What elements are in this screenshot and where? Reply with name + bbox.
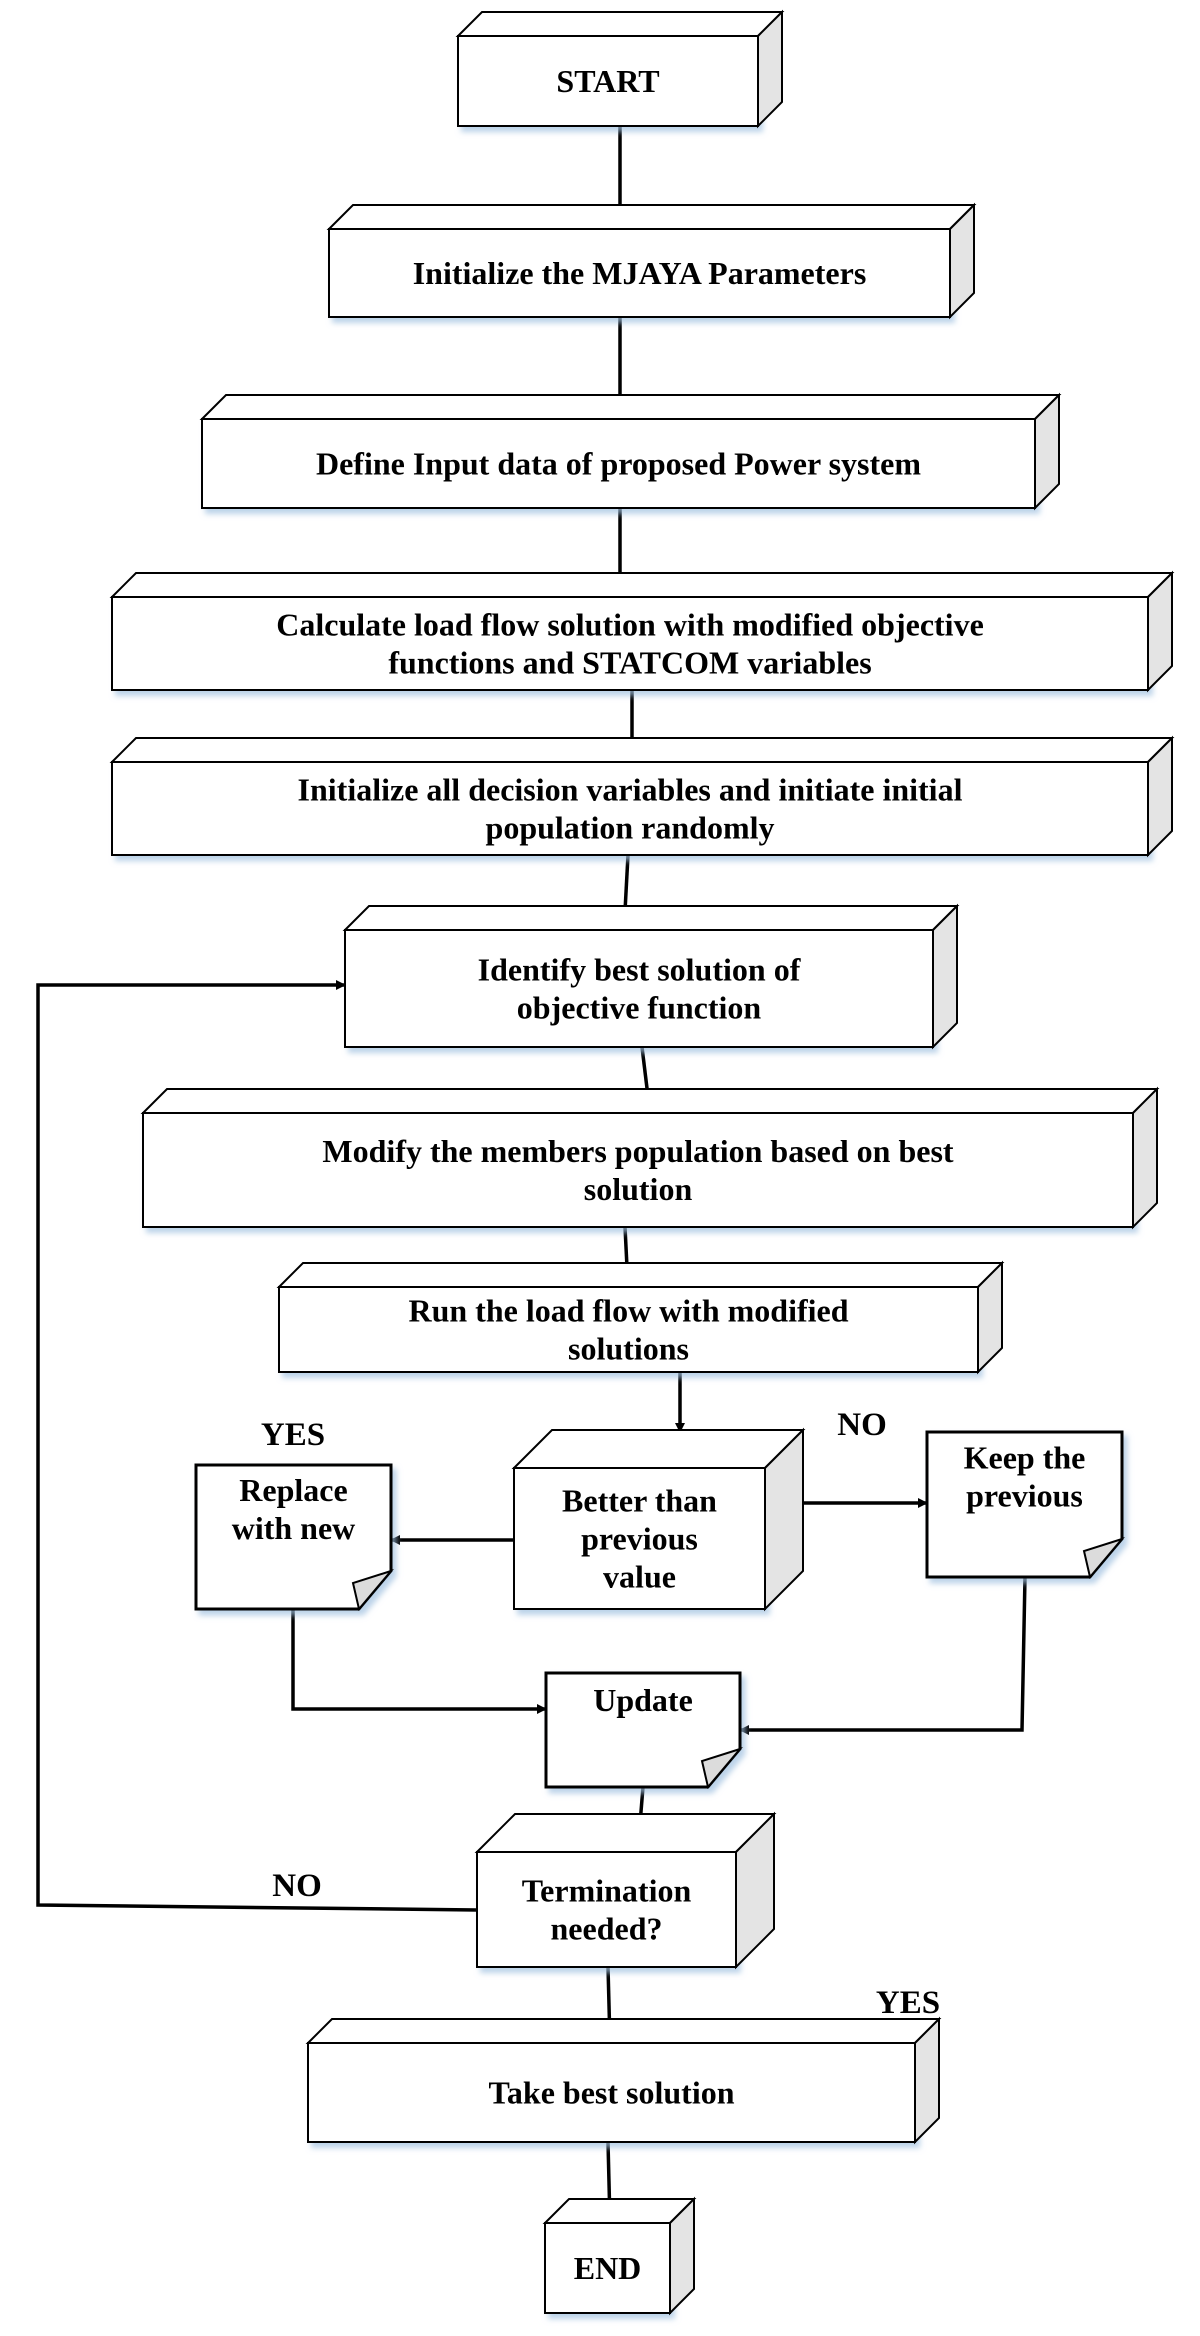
node-label: population randomly	[486, 810, 775, 846]
node-start: START	[455, 9, 785, 129]
folded-corner-icon	[1082, 1537, 1125, 1580]
box-top	[199, 394, 1062, 420]
node-label: functions and STATCOM variables	[388, 645, 871, 681]
node-label: solutions	[568, 1331, 689, 1367]
node-calc-load-flow: Calculate load flow solution with modifi…	[109, 570, 1175, 693]
node-take-best: Take best solution	[305, 2016, 942, 2145]
node-label: with new	[232, 1510, 356, 1546]
box-top	[342, 905, 960, 931]
node-update: Update	[544, 1671, 743, 1790]
node-init-population: Initialize all decision variables and in…	[109, 735, 1175, 858]
box-front	[344, 929, 934, 1048]
node-label: objective function	[517, 990, 762, 1026]
label-termination-no: NO	[272, 1868, 322, 1904]
box-side	[764, 1427, 804, 1612]
box-side	[757, 9, 783, 129]
node-label: Termination	[522, 1873, 692, 1909]
arrow-loop-back-to-identify	[36, 980, 478, 1912]
edge-labels: YES NO NO YES	[261, 1407, 940, 2021]
box-top	[511, 1429, 806, 1469]
label-better-yes: YES	[261, 1417, 325, 1453]
box-top	[474, 1813, 777, 1853]
box-side	[1147, 735, 1173, 858]
node-label: Keep the	[964, 1440, 1086, 1476]
box-front	[142, 1112, 1134, 1228]
box-side	[914, 2016, 940, 2145]
node-label: Replace	[239, 1472, 347, 1508]
node-label: previous	[966, 1478, 1083, 1514]
box-top	[140, 1088, 1160, 1114]
box-top	[109, 737, 1175, 763]
node-label: Update	[593, 1682, 693, 1718]
arrow-keep-to-update	[739, 1576, 1027, 1735]
node-label: solution	[584, 1171, 693, 1207]
nodes: START Initialize the MJAYA ParametersDefi…	[109, 9, 1175, 2316]
node-label: END	[574, 2250, 642, 2286]
box-top	[455, 11, 785, 37]
node-define-input: Define Input data of proposed Power syst…	[199, 392, 1062, 511]
box-side	[669, 2196, 695, 2316]
node-init-params: Initialize the MJAYA Parameters	[326, 202, 977, 320]
node-label: START	[556, 63, 659, 99]
node-label: Initialize all decision variables and in…	[298, 772, 963, 808]
box-top	[109, 572, 1175, 598]
node-modify-population: Modify the members population based on b…	[140, 1086, 1160, 1230]
folded-corner-icon	[700, 1747, 743, 1790]
node-label: Initialize the MJAYA Parameters	[413, 255, 867, 291]
node-label: Better than	[562, 1483, 717, 1519]
arrow-replace-to-update	[291, 1609, 547, 1714]
folded-corner-icon	[351, 1569, 394, 1612]
node-label: Calculate load flow solution with modifi…	[276, 607, 984, 643]
node-label: Modify the members population based on b…	[322, 1133, 954, 1169]
box-side	[1147, 570, 1173, 693]
box-top	[276, 1262, 1005, 1288]
box-side	[1132, 1086, 1158, 1230]
box-side	[949, 202, 975, 320]
box-top	[305, 2018, 942, 2044]
label-termination-yes: YES	[876, 1985, 940, 2021]
box-top	[542, 2198, 697, 2224]
node-label: needed?	[551, 1911, 663, 1947]
box-side	[735, 1811, 775, 1970]
box-side	[932, 903, 958, 1050]
node-label: previous	[581, 1521, 698, 1557]
node-label: Run the load flow with modified	[408, 1293, 848, 1329]
label-better-no: NO	[837, 1407, 887, 1443]
node-end: END	[542, 2196, 697, 2316]
node-label: Take best solution	[489, 2075, 735, 2111]
box-side	[977, 1260, 1003, 1375]
box-top	[326, 204, 977, 230]
node-label: value	[603, 1559, 676, 1595]
box-side	[1034, 392, 1060, 511]
box-front	[476, 1851, 737, 1968]
node-label: Define Input data of proposed Power syst…	[316, 446, 921, 482]
node-label: Identify best solution of	[478, 952, 801, 988]
